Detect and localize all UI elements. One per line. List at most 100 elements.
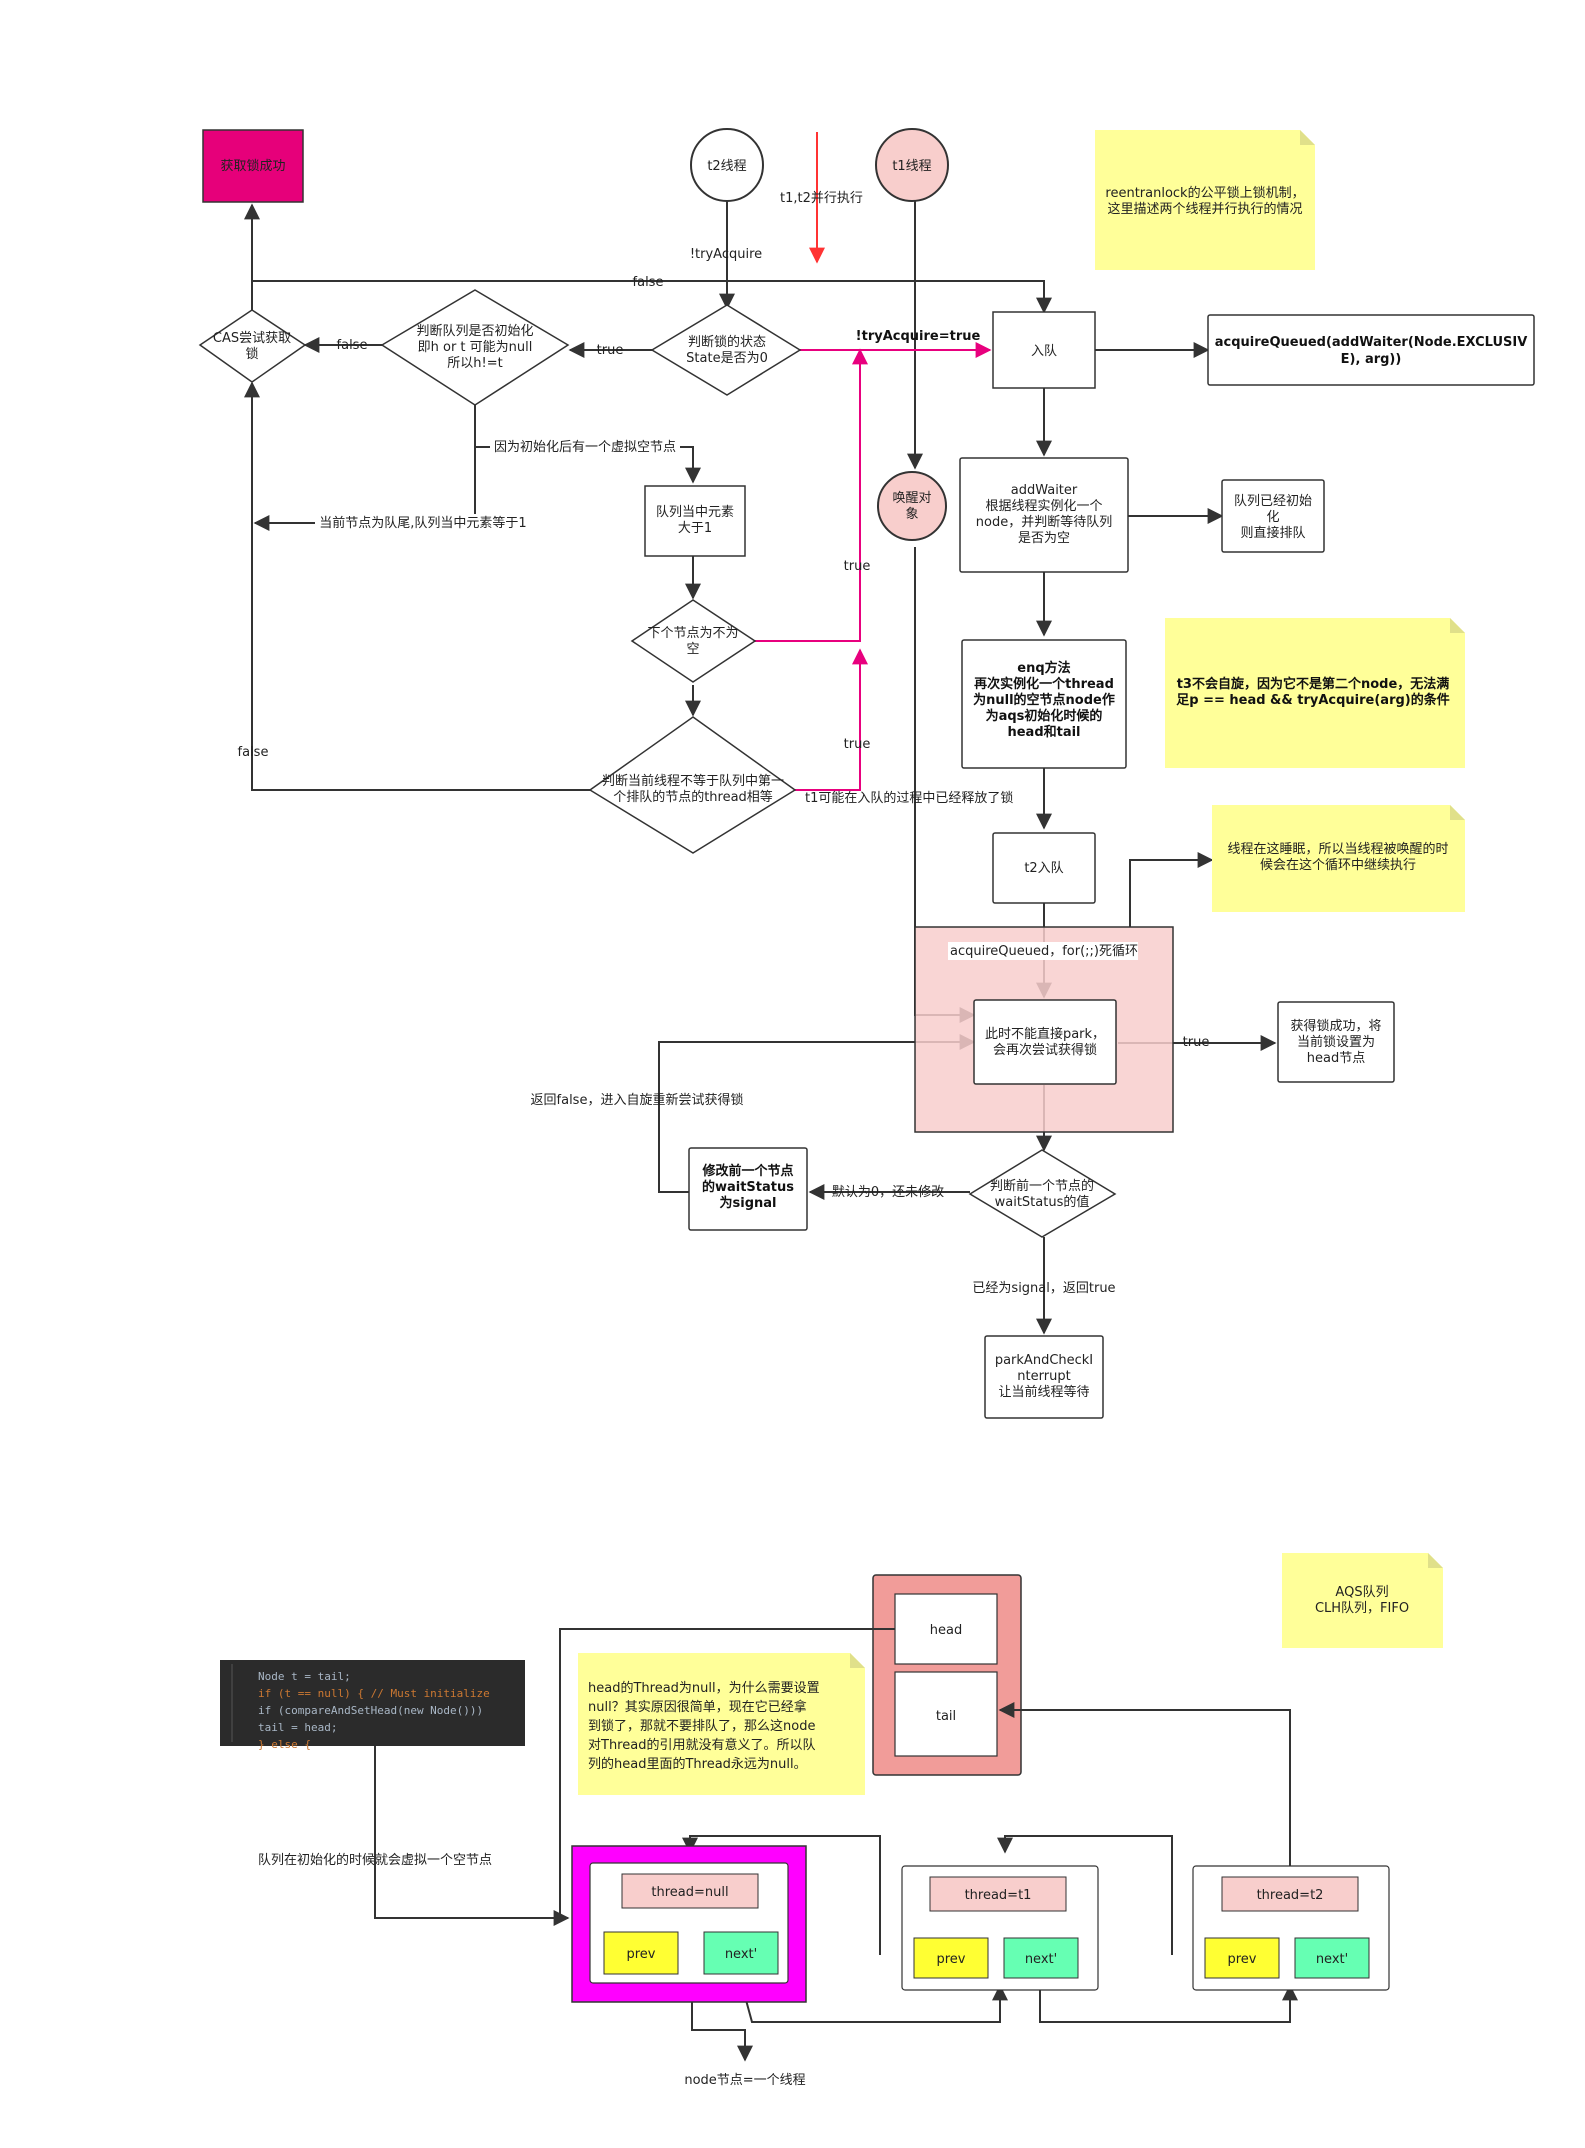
add-waiter-line-4: 是否为空 xyxy=(1018,531,1070,546)
modify-prev-line-2: 的waitStatus xyxy=(702,1179,794,1195)
code-line-3: if (compareAndSetHead(new Node())) xyxy=(258,1704,483,1717)
t2-thread-label: t2线程 xyxy=(707,159,746,174)
node-1-next-label: next' xyxy=(1025,1952,1057,1967)
t1-thread-circle xyxy=(875,128,949,202)
t2-thread-circle xyxy=(690,128,764,202)
acquire-loop-label-bg xyxy=(948,942,1138,960)
t1-thread-label: t1线程 xyxy=(892,159,931,174)
virtual-node-note: 因为初始化后有一个虚拟空节点 xyxy=(494,440,676,455)
state-check-line-2: State是否为0 xyxy=(686,351,768,366)
enq-line-5: head和tail xyxy=(1007,724,1080,740)
aqs-note xyxy=(1282,1553,1443,1648)
node-2-thread-label: thread=t2 xyxy=(1257,1888,1324,1903)
check-prev-diamond xyxy=(968,1149,1117,1238)
node-2-prev-box xyxy=(1204,1937,1280,1979)
t1-release-note: t1可能在入队的过程中已经释放了锁 xyxy=(805,790,1013,806)
fair-lock-note-fold xyxy=(1300,130,1315,145)
enq-line-4: 为aqs初始化时候的 xyxy=(986,708,1103,724)
node-2-next-box xyxy=(1294,1937,1370,1979)
add-waiter-line-3: node，并判断等待队列 xyxy=(976,514,1112,530)
node-0-thread-box xyxy=(621,1873,759,1909)
code-line-2: if (t == null) { // Must initialize xyxy=(258,1687,490,1700)
node-2-prev-label: prev xyxy=(1227,1952,1256,1967)
acquire-loop-label: acquireQueued，for(;;)死循环 xyxy=(950,944,1138,959)
node-0-next-label: next' xyxy=(725,1947,757,1962)
queue-gt1-line-2: 大于1 xyxy=(678,521,712,536)
modify-prev-line-1: 修改前一个节点 xyxy=(701,1163,793,1179)
acquired-line-1: 获得锁成功，将 xyxy=(1290,1018,1381,1034)
queue-gt1-box xyxy=(644,485,746,557)
sleep-note xyxy=(1212,805,1465,912)
thread-check-diamond xyxy=(588,716,797,854)
acquire-queued-box xyxy=(1207,314,1535,386)
connectors xyxy=(244,200,1277,1335)
queue-connectors xyxy=(374,1628,1298,2062)
acquire-queued-line-1: acquireQueued(addWaiter(Node.EXCLUSIV xyxy=(1215,335,1528,350)
node-0-next-box xyxy=(703,1931,779,1975)
cannot-park-line-1: 此时不能直接park， xyxy=(985,1026,1105,1042)
next-not-null-line-2: 空 xyxy=(686,642,699,657)
node-0-thread-label: thread=null xyxy=(651,1885,728,1900)
queue-initialized-line-3: 则直接排队 xyxy=(1240,525,1305,541)
node-note: node节点=一个线程 xyxy=(684,2073,805,2088)
false-label-top: false xyxy=(633,275,664,290)
t3-note-line-1: t3不会自旋，因为它不是第二个node，无法满 xyxy=(1177,676,1450,692)
tail-box xyxy=(894,1671,998,1757)
next-not-null-line-1: 下个节点为不为 xyxy=(647,626,738,641)
tail-note: 当前节点为队尾,队列当中元素等于1 xyxy=(319,515,526,531)
node-0-prev-label: prev xyxy=(626,1947,655,1962)
head-null-line-3: 到锁了，那就不要排队了，那么这node xyxy=(588,1718,815,1734)
queue-init-note: 队列在初始化的时候就会虚拟一个空节点 xyxy=(258,1852,492,1868)
head-null-line-5: 列的head里面的Thread永远为null。 xyxy=(588,1756,807,1772)
head-null-line-2: null？其实原因很简单，现在它已经拿 xyxy=(588,1699,807,1715)
true-label-next: true xyxy=(844,559,871,574)
modify-prev-box xyxy=(688,1147,808,1231)
node-1-thread-label: thread=t1 xyxy=(965,1888,1032,1903)
init-check-line-1: 判断队列是否初始化 xyxy=(416,324,533,339)
t2-enqueue-box xyxy=(992,832,1096,904)
wake-line-1: 唤醒对 xyxy=(892,491,931,506)
node-1-thread-box xyxy=(929,1876,1067,1912)
true-label-acquired: true xyxy=(1183,1035,1210,1050)
try-acquire-true-label: !tryAcquire=true xyxy=(856,329,981,344)
enq-box xyxy=(961,639,1127,769)
success-box xyxy=(202,129,304,203)
virtual-node-note-bg xyxy=(490,438,680,456)
parallel-note: t1,t2并行执行 xyxy=(780,191,863,206)
park-check-box xyxy=(984,1335,1104,1419)
park-check-line-2: nterrupt xyxy=(1017,1369,1070,1384)
sleep-note-line-2: 候会在这个循环中继续执行 xyxy=(1260,857,1416,873)
wake-circle xyxy=(877,471,947,541)
node-2-thread-box xyxy=(1221,1876,1359,1912)
t3-note-line-2: 足p == head && tryAcquire(arg)的条件 xyxy=(1176,692,1450,708)
state-check-diamond xyxy=(650,304,802,396)
code-block xyxy=(220,1660,525,1746)
head-null-line-4: 对Thread的引用就没有意义了。所以队 xyxy=(588,1737,815,1753)
enq-line-3: 为null的空节点node作 xyxy=(973,692,1115,708)
queue-initialized-line-1: 队列已经初始 xyxy=(1234,494,1312,509)
enq-line-1: enq方法 xyxy=(1017,660,1070,676)
try-acquire-neg-label: !tryAcquire xyxy=(690,247,762,262)
aqs-note-line-2: CLH队列，FIFO xyxy=(1315,1601,1409,1616)
head-thread-null-note xyxy=(578,1653,865,1795)
default-zero-label: 默认为0，还未修改 xyxy=(832,1184,944,1200)
head-label: head xyxy=(930,1623,962,1638)
true-label-state: true xyxy=(597,343,624,358)
aqs-note-line-1: AQS队列 xyxy=(1335,1585,1388,1600)
init-check-diamond xyxy=(380,289,570,406)
acquire-queued-line-2: E), arg)) xyxy=(1341,352,1402,367)
enq-line-2: 再次实例化一个thread xyxy=(974,676,1114,692)
already-signal-label: 已经为signal，返回true xyxy=(972,1281,1115,1296)
t3-note-fold xyxy=(1450,618,1465,633)
cannot-park-line-2: 会再次尝试获得锁 xyxy=(993,1042,1097,1058)
false-label-left: false xyxy=(238,745,269,760)
add-waiter-box xyxy=(959,457,1129,573)
state-check-line-1: 判断锁的状态 xyxy=(688,334,766,350)
tail-note-bg xyxy=(315,514,535,532)
code-line-1: Node t = tail; xyxy=(258,1670,351,1683)
modify-prev-line-3: 为signal xyxy=(720,1195,777,1211)
enqueue-box xyxy=(992,311,1096,389)
init-check-line-2: 即h or t 可能为null xyxy=(418,340,533,355)
fair-lock-note xyxy=(1095,130,1315,270)
node-0-prev-box xyxy=(603,1931,679,1975)
